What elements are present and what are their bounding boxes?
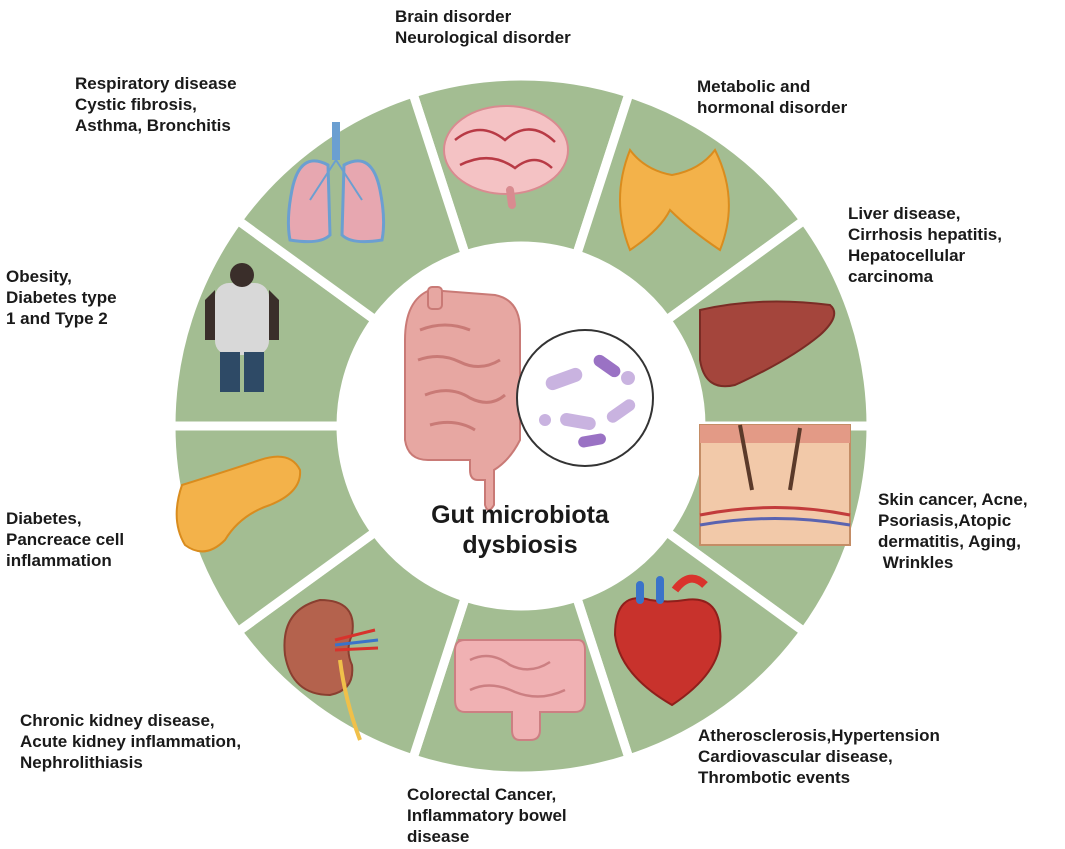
lungs-icon	[286, 122, 386, 244]
label-lungs-line: Cystic fibrosis,	[75, 95, 197, 114]
pancreas-icon	[175, 455, 302, 553]
label-liver: Liver disease, Cirrhosis hepatitis, Hepa…	[848, 203, 1002, 287]
label-lungs-line: Asthma, Bronchitis	[75, 116, 231, 135]
label-pancreas-line: inflammation	[6, 551, 112, 570]
person-icon	[205, 263, 279, 392]
label-brain-line: Neurological disorder	[395, 28, 571, 47]
center-title-line-1: Gut microbiota	[431, 501, 609, 529]
brain-icon	[443, 105, 569, 209]
label-heart: Atherosclerosis,Hypertension Cardiovascu…	[698, 725, 940, 788]
liver-icon	[699, 300, 836, 388]
label-heart-line: Cardiovascular disease,	[698, 747, 893, 766]
label-pancreas-line: Pancreace cell	[6, 530, 125, 549]
label-kidney-line: Nephrolithiasis	[20, 753, 143, 772]
label-skin-line: Skin cancer, Acne,	[878, 490, 1028, 509]
label-skin-line: Wrinkles	[878, 553, 954, 572]
label-lungs-line: Respiratory disease	[75, 74, 237, 93]
label-kidney: Chronic kidney disease, Acute kidney inf…	[20, 710, 241, 773]
label-pancreas-line: Diabetes,	[6, 509, 82, 528]
label-obesity-line: Obesity,	[6, 267, 72, 286]
bacteria-icon	[516, 329, 654, 467]
label-skin-line: dermatitis, Aging,	[878, 532, 1021, 551]
label-obesity-line: 1 and Type 2	[6, 309, 108, 328]
label-heart-line: Atherosclerosis,Hypertension	[698, 726, 940, 745]
label-heart-line: Thrombotic events	[698, 768, 851, 787]
skin-icon	[699, 424, 851, 546]
label-liver-line: Liver disease,	[848, 204, 961, 223]
label-brain: Brain disorder Neurological disorder	[395, 6, 571, 48]
label-skin: Skin cancer, Acne, Psoriasis,Atopic derm…	[878, 489, 1028, 573]
label-liver-line: Hepatocellular	[848, 246, 966, 265]
label-metabolic: Metabolic and hormonal disorder	[697, 76, 847, 118]
thyroid-icon	[619, 147, 730, 252]
label-obesity-line: Diabetes type	[6, 288, 117, 307]
label-metabolic-line: hormonal disorder	[697, 98, 848, 117]
label-colon-line: Colorectal Cancer,	[407, 785, 557, 804]
intestine-icon	[404, 286, 521, 511]
center-title-line-2: dysbiosis	[462, 531, 578, 559]
label-lungs: Respiratory disease Cystic fibrosis, Ast…	[75, 73, 237, 136]
center-title: Gut microbiota dysbiosis	[400, 500, 640, 560]
label-liver-line: Cirrhosis hepatitis,	[848, 225, 1002, 244]
label-metabolic-line: Metabolic and	[697, 77, 811, 96]
label-liver-line: carcinoma	[848, 267, 934, 286]
label-kidney-line: Chronic kidney disease,	[20, 711, 215, 730]
heart-icon	[613, 574, 722, 707]
label-kidney-line: Acute kidney inflammation,	[20, 732, 242, 751]
label-obesity: Obesity, Diabetes type 1 and Type 2	[6, 266, 117, 329]
label-colon-line: Inflammatory bowel	[407, 806, 567, 825]
kidney-icon	[283, 598, 379, 741]
label-brain-line: Brain disorder	[395, 7, 512, 26]
label-pancreas: Diabetes, Pancreace cell inflammation	[6, 508, 124, 571]
label-colon: Colorectal Cancer, Inflammatory bowel di…	[407, 784, 567, 847]
colon-icon	[454, 639, 586, 741]
label-skin-line: Psoriasis,Atopic	[878, 511, 1012, 530]
label-colon-line: disease	[407, 827, 470, 846]
